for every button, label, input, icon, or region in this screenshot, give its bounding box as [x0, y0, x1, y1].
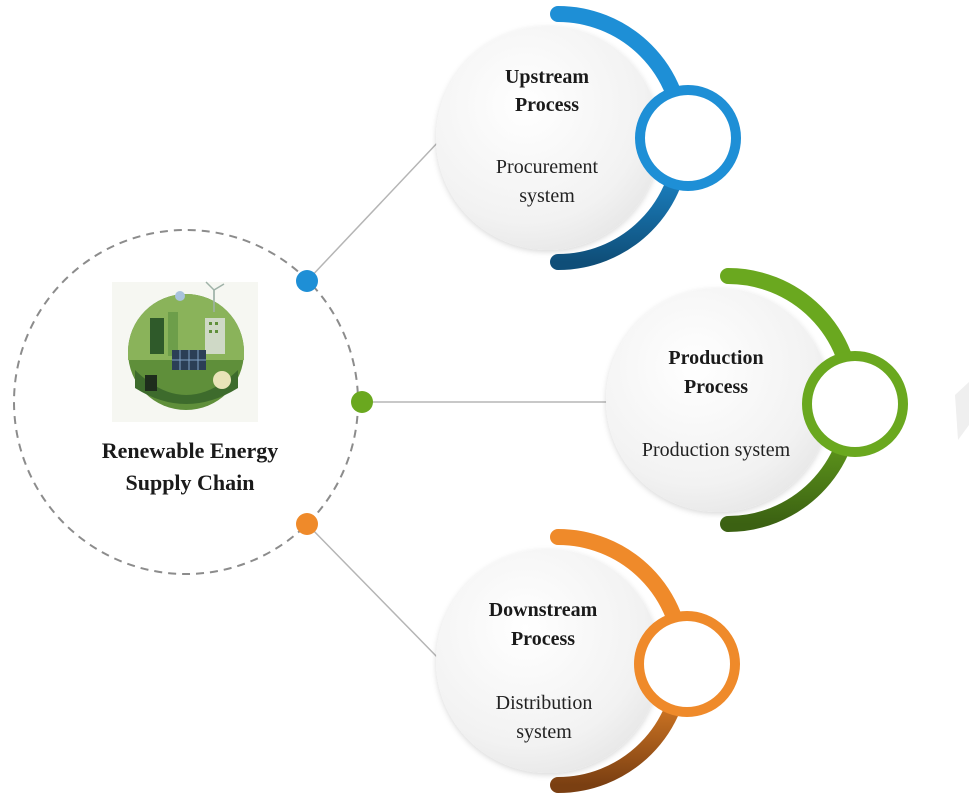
production-ring-icon: [802, 351, 908, 457]
node-production: Production Process Production system: [606, 268, 908, 532]
connector-dot-downstream: [296, 513, 318, 535]
production-sub-line1: Production system: [642, 439, 791, 461]
center-title-line2: Supply Chain: [125, 470, 254, 495]
watermark-shape: [955, 382, 969, 440]
downstream-sub-line2: system: [516, 721, 572, 743]
production-title-line1: Production: [668, 347, 763, 369]
upstream-disc: [436, 26, 660, 250]
production-title-line2: Process: [684, 376, 748, 398]
node-downstream: Downstream Process Distribution system: [436, 529, 740, 793]
connector-dot-upstream: [296, 270, 318, 292]
downstream-sub-line1: Distribution: [496, 692, 593, 714]
downstream-ring-icon: [634, 611, 740, 717]
upstream-sub-line2: system: [519, 185, 575, 207]
downstream-title-line2: Process: [511, 628, 575, 650]
production-disc: [606, 288, 830, 512]
connector-upstream: [306, 139, 441, 282]
node-upstream: Upstream Process Procurement system: [436, 6, 741, 270]
upstream-sub-line1: Procurement: [496, 156, 599, 178]
upstream-title-line1: Upstream: [505, 66, 589, 88]
renewable-energy-globe-icon: [112, 281, 258, 422]
downstream-title-line1: Downstream: [489, 599, 598, 621]
center-title-line1: Renewable Energy: [102, 438, 279, 463]
upstream-ring-icon: [635, 85, 741, 191]
upstream-title-line2: Process: [515, 94, 579, 116]
connector-dot-production: [351, 391, 373, 413]
downstream-disc: [436, 549, 660, 773]
connector-downstream: [306, 523, 441, 661]
